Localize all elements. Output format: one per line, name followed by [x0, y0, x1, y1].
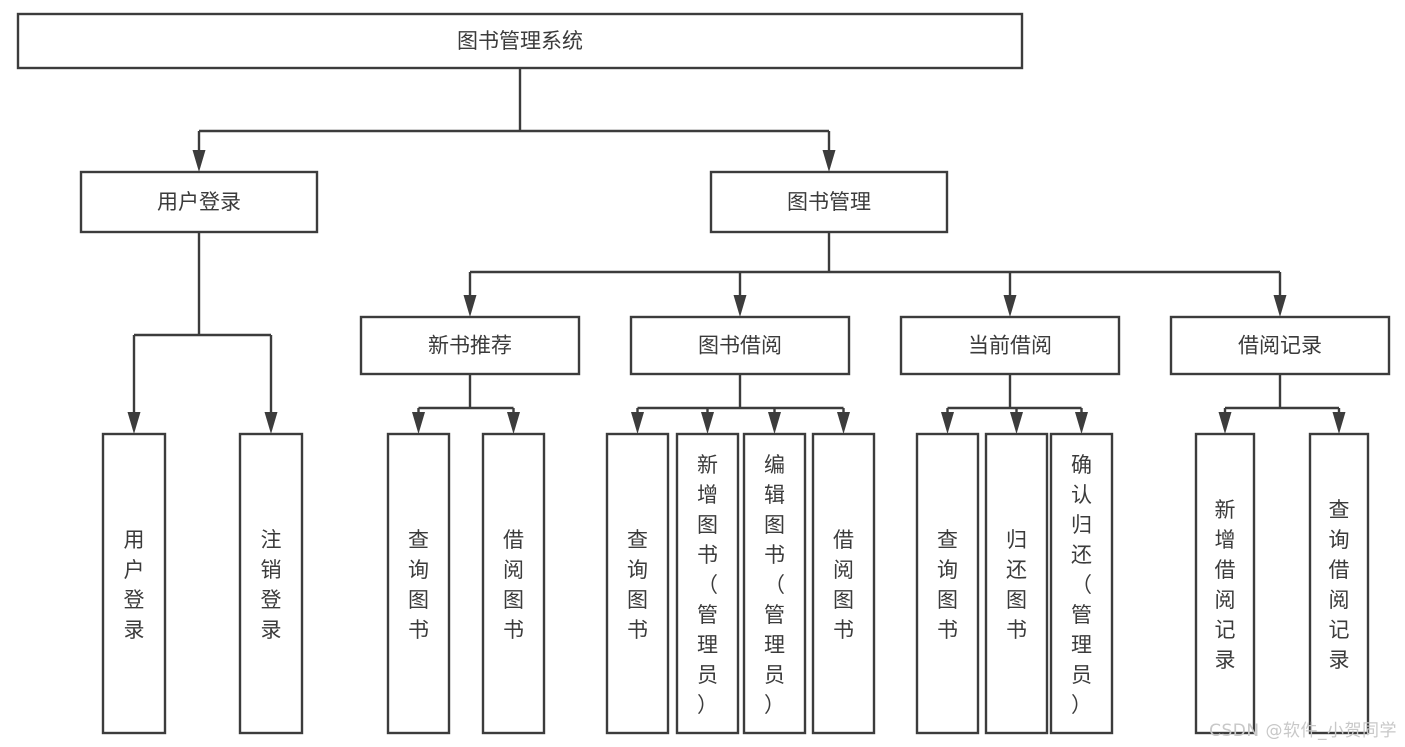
node-borrow-record[interactable]: 借阅记录 [1169, 315, 1391, 376]
node-leaf-borrow-book[interactable]: 借阅图书 [811, 432, 876, 735]
node-user-login[interactable]: 用户登录 [79, 170, 319, 234]
node-box-leaf-borrow-book[interactable] [811, 432, 876, 735]
node-leaf-user-logout[interactable]: 注销登录 [238, 432, 304, 735]
node-leaf-add-record[interactable]: 新增借阅记录 [1194, 432, 1256, 735]
node-label-new-book-recommend: 新书推荐 [428, 334, 512, 358]
node-label-borrow-record: 借阅记录 [1238, 334, 1322, 358]
watermark-text: CSDN @软件_小贺同学 [1209, 721, 1397, 741]
node-leaf-return-book[interactable]: 归还图书 [984, 432, 1049, 735]
node-label-book-borrow: 图书借阅 [698, 334, 782, 358]
connector-group-current-borrow [941, 374, 1088, 434]
node-book-manage[interactable]: 图书管理 [709, 170, 949, 234]
node-label-root: 图书管理系统 [457, 29, 583, 53]
node-leaf-edit-book[interactable]: 编辑图书（管理员） [742, 432, 807, 735]
node-leaf-add-book[interactable]: 新增图书（管理员） [675, 432, 740, 735]
node-label-leaf-user-logout: 注销登录 [261, 528, 282, 642]
node-box-borrow-record[interactable] [1169, 315, 1391, 376]
node-label-leaf-borrow-book: 借阅图书 [833, 528, 854, 642]
node-box-user-login[interactable] [79, 170, 319, 234]
node-root[interactable]: 图书管理系统 [16, 12, 1024, 70]
node-label-leaf-user-login: 用户登录 [124, 528, 145, 642]
node-label-leaf-query-book-borrow: 查询图书 [627, 528, 648, 642]
node-layer: 图书管理系统用户登录图书管理新书推荐图书借阅当前借阅借阅记录用户登录注销登录查询… [16, 12, 1391, 735]
node-label-leaf-confirm-return: 确认归还（管理员） [1071, 453, 1092, 717]
node-leaf-query-book-rec[interactable]: 查询图书 [386, 432, 451, 735]
node-box-current-borrow[interactable] [899, 315, 1121, 376]
node-box-leaf-borrow-book-rec[interactable] [481, 432, 546, 735]
node-box-root[interactable] [16, 12, 1024, 70]
node-book-borrow[interactable]: 图书借阅 [629, 315, 851, 376]
node-leaf-user-login[interactable]: 用户登录 [101, 432, 167, 735]
connector-group-book-manage [463, 232, 1287, 317]
connector-group-root [192, 68, 836, 172]
connector-group-book-borrow [631, 374, 850, 434]
connector-group-user-login [127, 232, 278, 434]
node-box-leaf-query-book-current[interactable] [915, 432, 980, 735]
node-label-book-manage: 图书管理 [787, 190, 871, 214]
node-label-leaf-query-record: 查询借阅记录 [1329, 498, 1350, 672]
node-current-borrow[interactable]: 当前借阅 [899, 315, 1121, 376]
node-leaf-confirm-return[interactable]: 确认归还（管理员） [1049, 432, 1114, 735]
node-box-book-manage[interactable] [709, 170, 949, 234]
connector-group-new-book-recommend [412, 374, 520, 434]
node-label-current-borrow: 当前借阅 [968, 334, 1052, 358]
node-label-leaf-return-book: 归还图书 [1006, 528, 1027, 642]
node-label-leaf-add-record: 新增借阅记录 [1215, 498, 1236, 672]
node-leaf-borrow-book-rec[interactable]: 借阅图书 [481, 432, 546, 735]
node-box-book-borrow[interactable] [629, 315, 851, 376]
node-leaf-query-book-borrow[interactable]: 查询图书 [605, 432, 670, 735]
node-label-leaf-borrow-book-rec: 借阅图书 [503, 528, 524, 642]
node-box-leaf-return-book[interactable] [984, 432, 1049, 735]
node-label-leaf-query-book-current: 查询图书 [937, 528, 958, 642]
node-new-book-recommend[interactable]: 新书推荐 [359, 315, 581, 376]
node-leaf-query-book-current[interactable]: 查询图书 [915, 432, 980, 735]
node-label-leaf-add-book: 新增图书（管理员） [697, 453, 718, 717]
node-label-leaf-edit-book: 编辑图书（管理员） [764, 453, 785, 717]
node-box-leaf-query-record[interactable] [1308, 432, 1370, 735]
node-label-leaf-query-book-rec: 查询图书 [408, 528, 429, 642]
node-box-leaf-confirm-return[interactable] [1049, 432, 1114, 735]
node-box-leaf-query-book-borrow[interactable] [605, 432, 670, 735]
node-box-leaf-add-record[interactable] [1194, 432, 1256, 735]
node-box-leaf-user-login[interactable] [101, 432, 167, 735]
node-box-leaf-add-book[interactable] [675, 432, 740, 735]
connector-group-borrow-record [1218, 374, 1346, 434]
node-box-leaf-edit-book[interactable] [742, 432, 807, 735]
node-box-new-book-recommend[interactable] [359, 315, 581, 376]
node-leaf-query-record[interactable]: 查询借阅记录 [1308, 432, 1370, 735]
node-label-user-login: 用户登录 [157, 190, 241, 214]
node-box-leaf-query-book-rec[interactable] [386, 432, 451, 735]
connector-layer [127, 68, 1346, 434]
node-box-leaf-user-logout[interactable] [238, 432, 304, 735]
